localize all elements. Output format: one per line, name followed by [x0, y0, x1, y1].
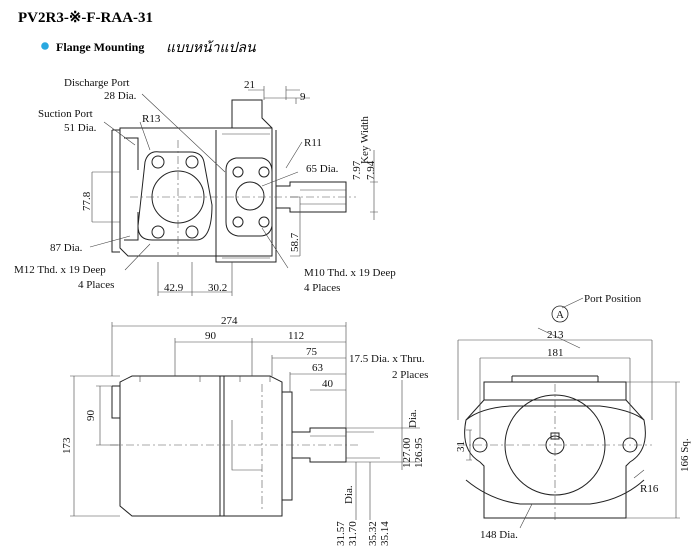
top-view-drawing [89, 86, 378, 296]
dim-30-2: 30.2 [208, 282, 227, 294]
dim-58-7: 58.7 [289, 232, 301, 252]
dim-274: 274 [221, 315, 238, 327]
side-view-drawing [70, 322, 420, 520]
label-key-width: Key Width [359, 116, 371, 164]
label-m10-thread: M10 Thd. x 19 Deep [304, 267, 396, 279]
label-148-dia: 148 Dia. [480, 529, 518, 541]
label-m12-places: 4 Places [78, 279, 114, 291]
bullet-icon [41, 42, 49, 50]
dim-40: 40 [322, 378, 334, 390]
dim-90: 90 [205, 330, 217, 342]
dim-126-95: 126.95 [413, 437, 425, 468]
dim-21: 21 [244, 79, 255, 91]
label-87-dia: 87 Dia. [50, 242, 83, 254]
label-key-dia: Dia. [343, 485, 355, 504]
label-m12-thread: M12 Thd. x 19 Deep [14, 264, 106, 276]
dim-35-32: 35.32 [367, 521, 379, 546]
label-r11: R11 [304, 137, 322, 149]
label-m10-places: 4 Places [304, 282, 340, 294]
label-65-dia: 65 Dia. [306, 163, 339, 175]
dim-35-14: 35.14 [379, 521, 391, 546]
dim-42-9: 42.9 [164, 282, 184, 294]
dim-90-vertical: 90 [85, 410, 97, 422]
dim-31-70: 31.70 [347, 521, 359, 546]
dim-181: 181 [547, 347, 564, 359]
port-marker-letter: A [556, 309, 564, 321]
dim-213: 213 [547, 329, 564, 341]
dim-31: 31 [455, 441, 467, 452]
label-r16: R16 [640, 483, 659, 495]
front-view-drawing [457, 297, 680, 529]
page-title: PV2R3-※-F-RAA-31 [18, 10, 153, 26]
dim-9: 9 [300, 91, 306, 103]
label-discharge-port: Discharge Port [64, 77, 129, 89]
dim-173: 173 [61, 437, 73, 454]
dim-63: 63 [312, 362, 324, 374]
dim-31-57: 31.57 [335, 521, 347, 546]
label-port-position: Port Position [584, 293, 642, 305]
label-suction-port: Suction Port [38, 108, 93, 120]
section-subtitle-thai: แบบหน้าแปลน [166, 40, 256, 56]
label-discharge-dia: 28 Dia. [104, 90, 137, 102]
label-suction-dia: 51 Dia. [64, 122, 97, 134]
dim-77-8: 77.8 [81, 191, 93, 211]
section-subtitle: Flange Mounting [56, 40, 144, 54]
port-position-marker [551, 305, 569, 323]
label-hole-places: 2 Places [392, 369, 428, 381]
label-shaft-dia: Dia. [407, 409, 419, 428]
dim-166-sq: 166 Sq. [679, 438, 691, 472]
dim-112: 112 [288, 330, 304, 342]
label-r13: R13 [142, 113, 161, 125]
dim-127-00: 127.00 [401, 437, 413, 468]
dim-7-97: 7.97 [351, 160, 363, 180]
dim-7-94: 7.94 [365, 160, 377, 180]
dim-75: 75 [306, 346, 318, 358]
label-hole: 17.5 Dia. x Thru. [349, 353, 425, 365]
